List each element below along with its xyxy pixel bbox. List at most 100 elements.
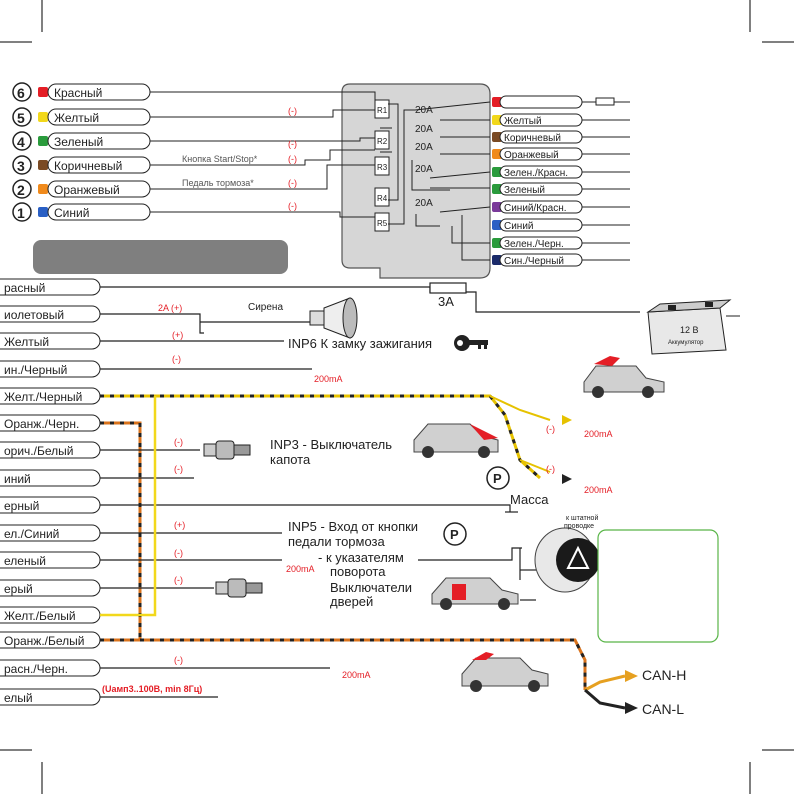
main-wire-label: Оранж./Черн. (4, 417, 79, 431)
wire-color-tab (492, 220, 502, 230)
pin-number-badge (12, 202, 32, 222)
info-box (597, 529, 719, 643)
main-wire-label: Оранж./Белый (4, 634, 84, 648)
main-wire-label: ерый (4, 582, 33, 596)
main-wire-label: еленый (4, 554, 46, 568)
key-icon (454, 335, 488, 351)
ma-label-2: 200mA (584, 429, 613, 439)
wire-color-tab (38, 184, 48, 194)
wire-label: Оранжевый (504, 150, 559, 161)
minus-marker-green: (-) (174, 548, 183, 558)
right-wire-tails (582, 101, 630, 261)
main-wire-label: иолетовый (4, 308, 64, 322)
pin-number: 3 (17, 158, 25, 174)
wire-label: Зелен./Черн. (504, 239, 564, 250)
parking-icon-1: P (486, 466, 510, 490)
main-wire-label: орич./Белый (4, 444, 73, 458)
wire-color-tab (492, 115, 502, 125)
minus-marker-3: (-) (288, 154, 297, 164)
hood-switch-icon (203, 440, 251, 460)
relay-box (374, 156, 390, 176)
wire-label: Синий (504, 221, 534, 232)
siren-marker: 2A (+) (158, 303, 182, 313)
pin-number-badge (12, 155, 32, 175)
main-wire-label: ин./Черный (4, 363, 67, 377)
car-icon-can (461, 652, 549, 692)
siren-label: Сирена (248, 302, 283, 313)
wire-label: Зеленый (504, 185, 545, 196)
gray-banner (33, 240, 288, 274)
main-wire-label: расный (4, 281, 45, 295)
minus-marker-1: (-) (288, 106, 297, 116)
relay-rating: 20A (415, 142, 433, 153)
relay-rating: 20A (415, 105, 433, 116)
wire-color-tab (492, 167, 502, 177)
turn-label-1: - к указателям (318, 550, 404, 565)
relay-box (374, 130, 390, 150)
minus-marker-blue: (-) (174, 464, 183, 474)
hood-label-1: INP3 - Выключатель (270, 437, 392, 452)
main-wire-label: Желт./Белый (4, 609, 76, 623)
main-wire-label: иний (4, 472, 31, 486)
wire-color-tab (38, 136, 48, 146)
brake-marker: (+) (174, 520, 185, 530)
fuse-label: 3A (438, 294, 454, 309)
ma-label-1: 200mA (314, 374, 343, 384)
wire-label: Синий (54, 206, 89, 220)
relay-rating: 20A (415, 124, 433, 135)
wire-color-tab (38, 207, 48, 217)
wire-color-tab (492, 184, 502, 194)
can-arrows (562, 415, 638, 714)
pin-number-badge (12, 131, 32, 151)
relay-label: R4 (377, 194, 388, 203)
wire-color-tab (38, 112, 48, 122)
mass-label: Масса (510, 492, 549, 507)
to-stock-label-1: к штатной (566, 514, 598, 522)
wire-label: Желтый (54, 111, 99, 125)
pin-number-badge (12, 179, 32, 199)
pin-number-badge (12, 82, 32, 102)
can-h-label: CAN-H (642, 667, 686, 683)
wire-label: Зелен./Красн. (504, 168, 568, 179)
minus-marker-5: (-) (288, 201, 297, 211)
relay-label: R2 (377, 137, 388, 146)
relay-box (374, 187, 390, 207)
ma-label-4: 200mA (286, 564, 315, 574)
relay-box (374, 99, 390, 119)
door-switch-icon (215, 578, 263, 598)
minus-marker-line4: (-) (172, 354, 181, 364)
ma-label-3: 200mA (584, 485, 613, 495)
pin-number: 1 (17, 205, 25, 221)
wire-label: Красный (54, 86, 102, 100)
wire-label: Синий/Красн. (504, 203, 567, 214)
minus-marker-yb2: (-) (546, 464, 555, 474)
relay-rating: 20A (415, 198, 433, 209)
car-icon-top (583, 356, 665, 398)
right-connector: ЖелтыйКоричневыйОранжевыйЗелен./Красн.Зе… (492, 95, 583, 267)
left-pin: 5 Желтый (12, 107, 151, 127)
minus-marker-gray: (-) (174, 575, 183, 585)
pin-number: 5 (17, 110, 25, 126)
fuse-top (595, 97, 615, 106)
hazard-switch-icon (534, 527, 600, 593)
main-wire-label: елый (4, 691, 33, 705)
to-stock-label-2: проводке (564, 523, 594, 530)
hood-label-2: капота (270, 452, 311, 467)
parking-icon-2: P (443, 522, 467, 546)
wire-color-tab (492, 149, 502, 159)
wire-label-box (499, 95, 583, 109)
can-l-label: CAN-L (642, 701, 684, 717)
main-wire-label: Желт./Черный (4, 390, 82, 404)
minus-marker-2: (-) (288, 139, 297, 149)
relay-wiring (150, 91, 491, 261)
minus-marker-yb1: (-) (546, 424, 555, 434)
wire-color-tab (492, 132, 502, 142)
door-label-1: Выключатели (330, 580, 412, 595)
relay-label: R1 (377, 106, 388, 115)
wire-label: Коричневый (504, 133, 561, 144)
